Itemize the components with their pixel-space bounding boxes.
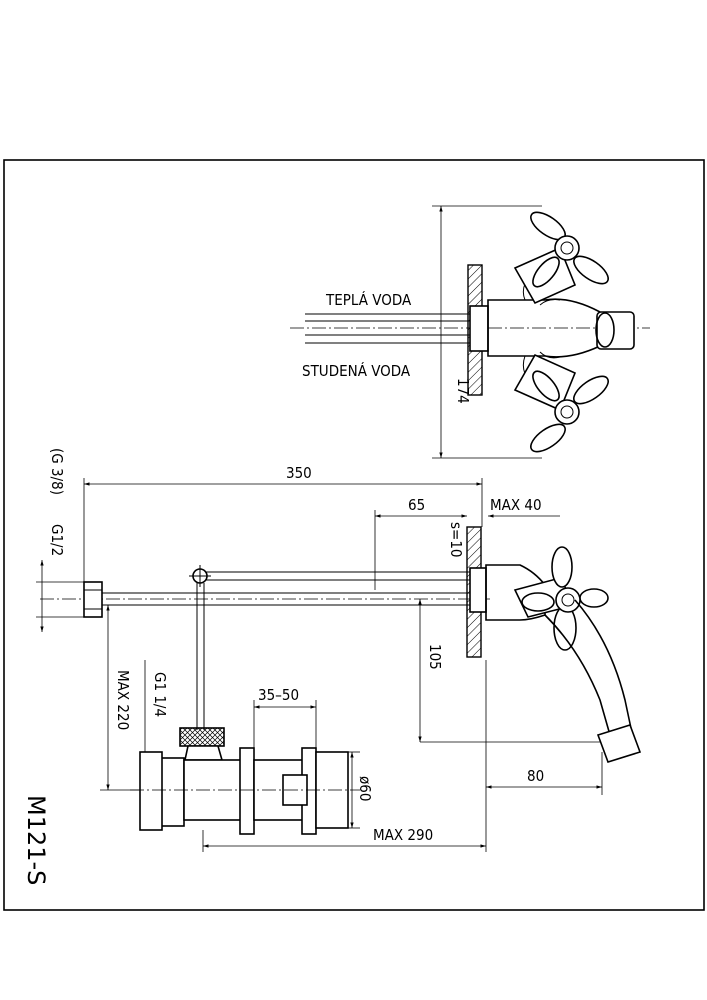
drawing-frame [3, 159, 705, 911]
label-thread-g38: (G 3/8) [48, 448, 66, 495]
label-dim-dia60: ø60 [356, 776, 374, 801]
label-dim-max290: MAX 290 [373, 826, 433, 844]
handle-side-upper [551, 546, 573, 588]
label-dim-35-50: 35–50 [258, 686, 299, 704]
label-thread-g12: G1/2 [48, 524, 66, 556]
label-dim-105: 105 [426, 644, 444, 670]
pipe-nut [83, 581, 103, 618]
label-dim-350: 350 [286, 464, 312, 482]
label-warm-water: TEPLÁ VODA [325, 290, 412, 309]
model-code: M121-S [22, 795, 50, 885]
side-view: 105 80 350 65 MAX 40 s=10 (G 3/8) G1/2 M… [36, 448, 642, 852]
label-dim-65: 65 [408, 496, 425, 514]
label-dim-174: 174 [454, 378, 472, 404]
label-dim-max40: MAX 40 [490, 496, 542, 514]
label-dim-s10: s=10 [447, 522, 465, 558]
handle-cold-top [530, 423, 566, 453]
knurled-nut [179, 727, 225, 747]
top-view: 174 TEPLÁ VODA STUDENÁ VODA [290, 205, 650, 459]
label-dim-80: 80 [527, 767, 544, 785]
label-dim-max220: MAX 220 [114, 670, 132, 730]
spout [544, 599, 633, 736]
label-thread-g114: G1 1/4 [151, 672, 169, 717]
label-cold-water: STUDENÁ VODA [302, 361, 411, 380]
